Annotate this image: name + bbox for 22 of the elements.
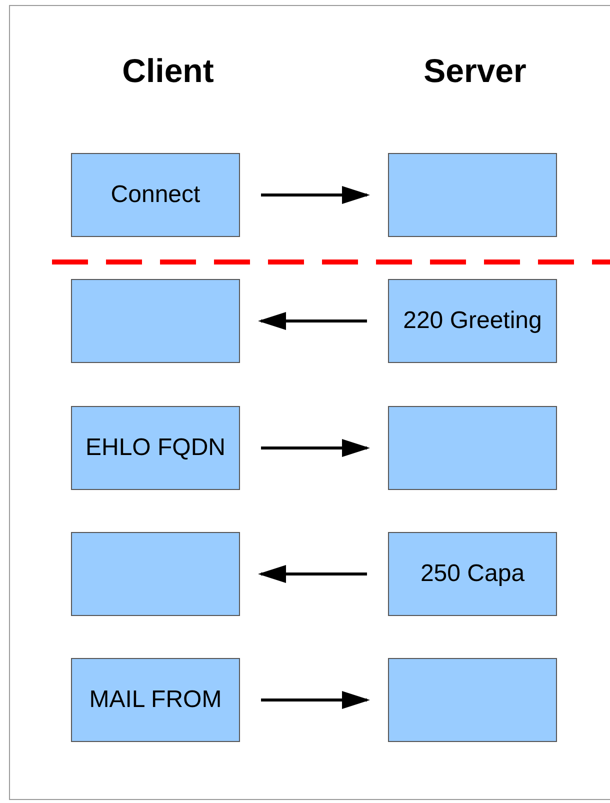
box-label: Connect [110,181,200,209]
process-box [388,406,557,490]
box-label: MAIL FROM [89,686,222,714]
process-box [71,532,240,616]
process-box [388,153,557,237]
column-heading: Client [121,52,215,90]
process-box [71,153,240,237]
process-box [71,658,240,742]
arrow [258,565,367,583]
process-box [388,279,557,363]
process-box [71,406,240,490]
box-label: 220 Greeting [403,307,542,335]
process-box [388,532,557,616]
arrow [258,312,367,330]
box-label: EHLO FQDN [85,434,226,462]
arrow [261,439,370,457]
arrow [261,691,370,709]
arrow [261,186,370,204]
process-box [71,279,240,363]
column-heading: Server [422,52,528,90]
process-box [388,658,557,742]
box-label: 250 Capa [420,560,525,588]
